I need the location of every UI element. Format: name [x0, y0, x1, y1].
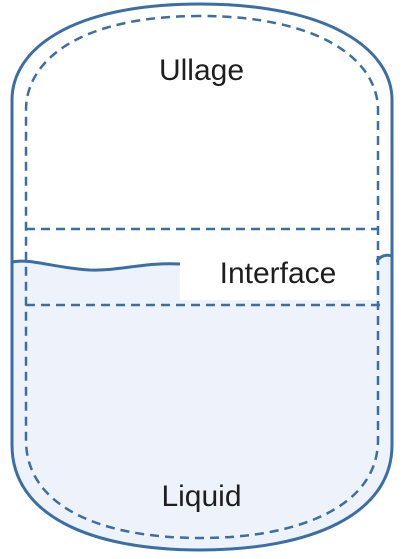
interface-label: Interface — [180, 256, 376, 296]
tank-outer-wall — [10, 2, 394, 552]
liquid-label: Liquid — [161, 480, 242, 513]
liquid-fill — [12, 256, 392, 550]
ullage-label: Ullage — [158, 54, 245, 87]
liquid-surface-left — [11, 259, 181, 272]
liquid-surface-right — [374, 253, 393, 263]
tank-inner-dashed-wall — [24, 14, 380, 540]
